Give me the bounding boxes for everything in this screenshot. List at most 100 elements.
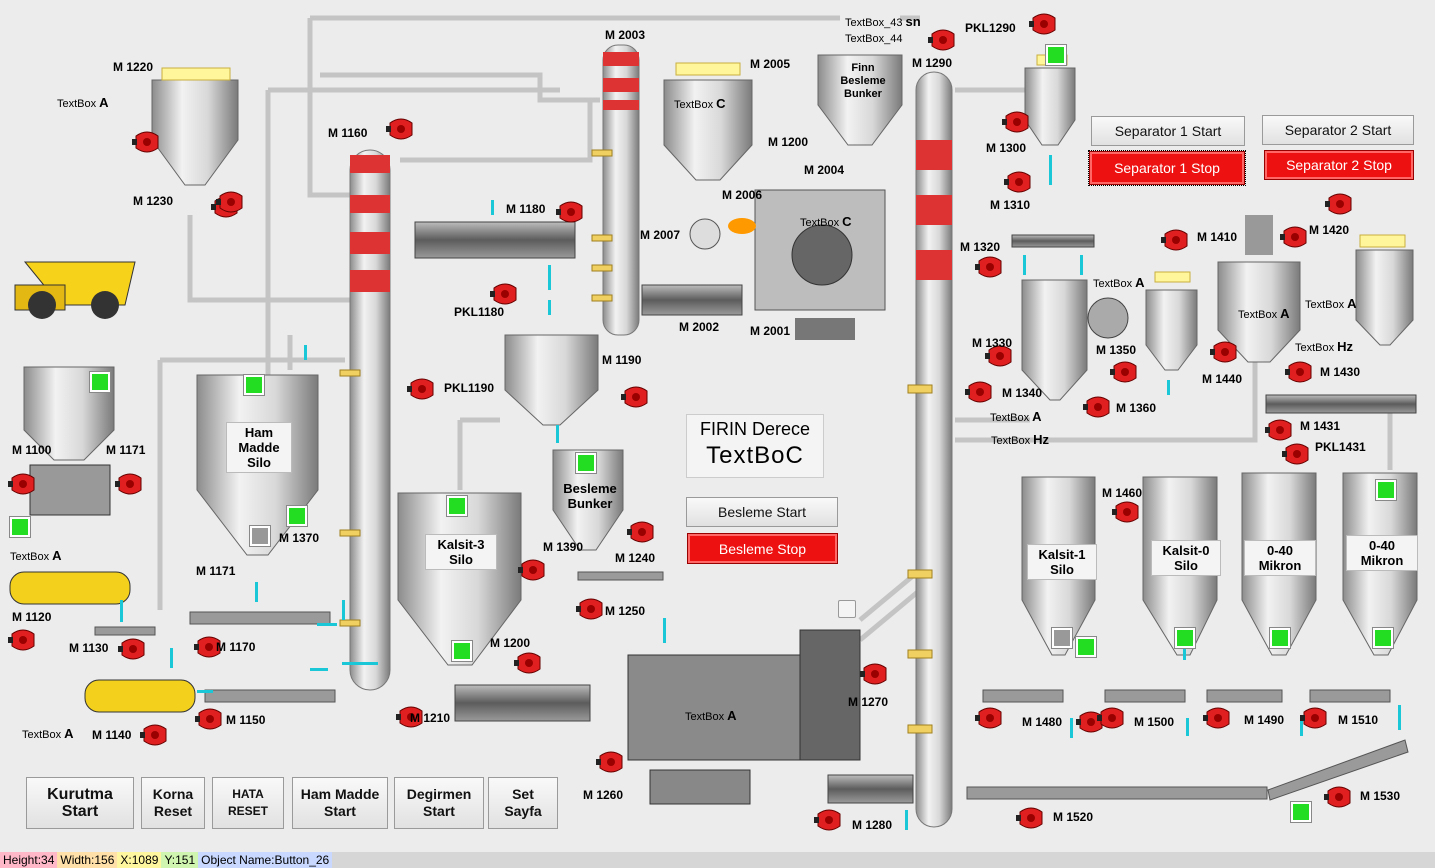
motor-icon[interactable] (1300, 706, 1327, 729)
motor-label: M 1230 (133, 194, 174, 208)
motor-label: M 1480 (1022, 715, 1063, 729)
motor-icon[interactable] (1285, 360, 1312, 383)
motor-icon[interactable] (132, 130, 159, 153)
silo-label-mikron-1: 0-40 Mikron (1244, 540, 1316, 576)
set-sayfa-button[interactable]: Set Sayfa (488, 777, 558, 829)
motor-label: M 1290 (912, 56, 953, 70)
motor-label: M 1500 (1134, 715, 1175, 729)
motor-icon[interactable] (621, 385, 648, 408)
status-indicator-on (89, 371, 111, 393)
valve-label: PKL1431 (1315, 440, 1366, 454)
motor-label: M 1310 (990, 198, 1031, 212)
motor-icon[interactable] (1076, 710, 1103, 733)
silo-label-besleme: Besleme Bunker (563, 481, 617, 511)
motor-icon[interactable] (118, 637, 145, 660)
motor-icon[interactable] (1325, 192, 1352, 215)
korna-reset-button[interactable]: Korna Reset (141, 777, 205, 829)
motor-icon[interactable] (386, 117, 413, 140)
motor-icon[interactable] (396, 705, 423, 728)
motor-label: M 1390 (543, 540, 584, 554)
motor-label: M 1171 (106, 443, 146, 457)
motor-icon[interactable] (627, 520, 654, 543)
motor-icon[interactable] (1097, 706, 1124, 729)
silo-label-kalsit-0: Kalsit-0 Silo (1151, 540, 1221, 576)
motor-icon[interactable] (576, 597, 603, 620)
motor-icon[interactable] (975, 255, 1002, 278)
motor-icon[interactable] (1161, 228, 1188, 251)
status-indicator-on (1372, 627, 1394, 649)
status-y: Y:151 (161, 852, 199, 868)
separator-1-start-button[interactable]: Separator 1 Start (1091, 116, 1245, 146)
motor-icon[interactable] (115, 472, 142, 495)
motor-icon[interactable] (814, 808, 841, 831)
motor-icon[interactable] (216, 190, 243, 213)
motor-icon[interactable] (1002, 110, 1029, 133)
truck-icon (14, 261, 136, 319)
motor-icon[interactable] (860, 662, 887, 685)
motor-icon[interactable] (407, 377, 434, 400)
motor-icon[interactable] (1112, 500, 1139, 523)
motor-label: M 1130 (69, 641, 109, 655)
motor-icon[interactable] (1016, 806, 1043, 829)
firin-title: FIRIN Derece (699, 419, 811, 439)
motor-icon[interactable] (1282, 442, 1309, 465)
motor-icon[interactable] (975, 706, 1002, 729)
separator-1-stop-button[interactable]: Separator 1 Stop (1088, 150, 1246, 186)
motor-icon[interactable] (928, 28, 955, 51)
motor-label: M 1180 (506, 202, 546, 216)
status-indicator-on (286, 505, 308, 527)
motor-icon[interactable] (1210, 340, 1237, 363)
separator-2-stop-button[interactable]: Separator 2 Stop (1264, 150, 1414, 180)
motor-icon[interactable] (1265, 418, 1292, 441)
motor-icon[interactable] (1324, 785, 1351, 808)
motor-label: M 1220 (113, 60, 154, 74)
motor-icon[interactable] (518, 558, 545, 581)
motor-icon[interactable] (596, 750, 623, 773)
status-indicator-on (9, 516, 31, 538)
motor-label: M 1260 (583, 788, 624, 802)
separator-2-start-button[interactable]: Separator 2 Start (1262, 115, 1414, 145)
motor-icon[interactable] (1004, 170, 1031, 193)
motor-icon[interactable] (8, 628, 35, 651)
silo-label-mikron-2: 0-40 Mikron (1346, 535, 1418, 571)
motor-icon[interactable] (1083, 395, 1110, 418)
motor-label: M 1200 (768, 135, 809, 149)
motor-icon[interactable] (985, 344, 1012, 367)
status-indicator-on (1375, 479, 1397, 501)
motor-label: M 1270 (848, 695, 889, 709)
motor-icon[interactable] (194, 635, 221, 658)
motor-icon[interactable] (1029, 12, 1056, 35)
hata-reset-button[interactable]: HATA RESET (212, 777, 284, 829)
firin-value: TextBoC (706, 442, 804, 469)
kurutma-start-button[interactable]: Kurutma Start (26, 777, 134, 829)
status-object-name: Object Name:Button_26 (198, 852, 333, 868)
besleme-start-button[interactable]: Besleme Start (686, 497, 838, 527)
motor-label: M 1210 (410, 711, 451, 725)
motor-icon[interactable] (514, 651, 541, 674)
motor-label: M 2005 (750, 57, 791, 71)
motor-icon[interactable] (490, 282, 517, 305)
motor-icon[interactable] (1280, 225, 1307, 248)
motor-label: M 2002 (679, 320, 720, 334)
status-indicator-on (1174, 627, 1196, 649)
motor-icon[interactable] (1203, 706, 1230, 729)
motor-icon[interactable] (556, 200, 583, 223)
motor-label: M 1300 (986, 141, 1027, 155)
status-indicator-off (249, 525, 271, 547)
besleme-stop-button[interactable]: Besleme Stop (687, 533, 838, 564)
status-indicator-on (1290, 801, 1312, 823)
motor-icon[interactable] (140, 723, 167, 746)
motor-icon[interactable] (195, 707, 222, 730)
motor-icon[interactable] (8, 472, 35, 495)
silo-label-finn: Finn Besleme Bunker (840, 62, 886, 100)
degirmen-start-button[interactable]: Degirmen Start (394, 777, 484, 829)
motor-icon[interactable] (1110, 360, 1137, 383)
motor-label: M 2004 (804, 163, 845, 177)
motor-icon[interactable] (965, 380, 992, 403)
ham-madde-start-button[interactable]: Ham Madde Start (292, 777, 388, 829)
